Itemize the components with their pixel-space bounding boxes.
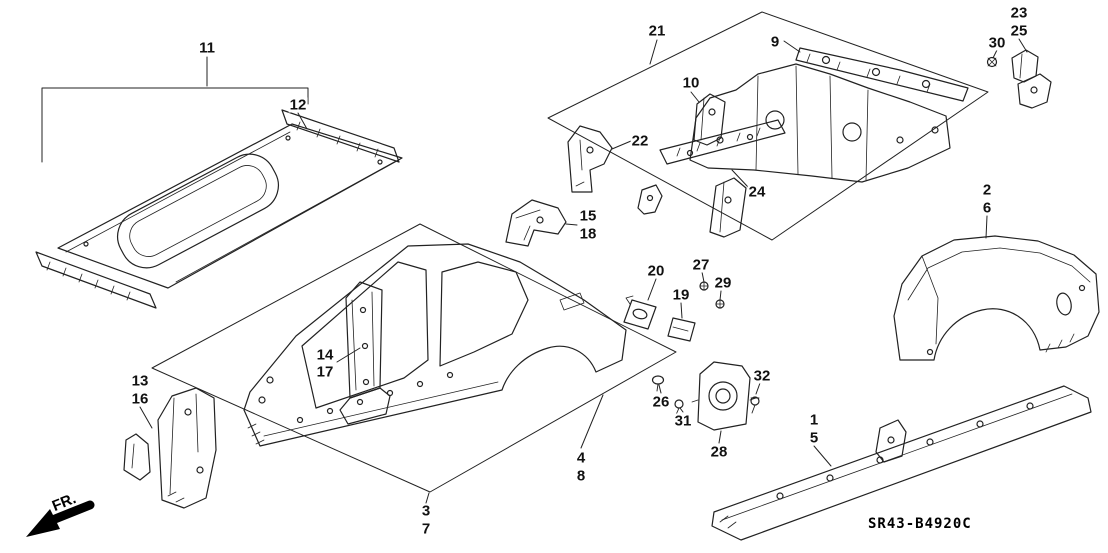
part-callout-30: 30 xyxy=(987,34,1007,52)
part-callout-8: 8 xyxy=(575,467,587,485)
part-callout-32: 32 xyxy=(752,367,772,385)
roof-front-rail xyxy=(35,251,157,309)
part-callout-18: 18 xyxy=(578,225,598,243)
part-callout-17: 17 xyxy=(315,363,335,381)
rear-panel-stiffeners xyxy=(1011,49,1052,109)
side-panel-box xyxy=(151,223,677,493)
gutter-bracket xyxy=(567,125,613,193)
part-callout-2: 2 xyxy=(981,181,993,199)
part-callout-14: 14 xyxy=(315,346,335,364)
lower-crossmember xyxy=(659,119,786,165)
part-callout-3: 3 xyxy=(420,502,432,520)
part-callout-21: 21 xyxy=(647,22,667,40)
side-panel xyxy=(243,243,627,447)
center-pillar-stiffener xyxy=(339,281,391,425)
garnish-bracket xyxy=(637,184,663,215)
side-sill xyxy=(711,385,1092,541)
shelf-bracket xyxy=(505,199,567,247)
bolt-32 xyxy=(750,396,760,414)
front-pillar-stiffeners xyxy=(123,387,217,509)
part-callout-7: 7 xyxy=(420,520,432,538)
quarter-panel xyxy=(893,235,1100,361)
part-callout-26: 26 xyxy=(651,393,671,411)
grommet-26 xyxy=(651,375,665,392)
part-callout-19: 19 xyxy=(671,286,691,304)
roof-panel xyxy=(57,123,403,289)
part-callout-16: 16 xyxy=(130,390,150,408)
part-callout-20: 20 xyxy=(646,262,666,280)
part-callout-23: 23 xyxy=(1009,4,1029,22)
part-callout-28: 28 xyxy=(709,443,729,461)
bulkhead-side-bracket xyxy=(693,93,726,146)
part-callout-31: 31 xyxy=(673,412,693,430)
roof-assembly-box xyxy=(41,87,309,163)
part-callout-22: 22 xyxy=(630,132,650,150)
fuel-lid-box xyxy=(667,317,696,342)
leader-lines xyxy=(139,38,1028,504)
part-callout-12: 12 xyxy=(288,96,308,114)
part-callout-6: 6 xyxy=(981,199,993,217)
fuel-filler-lid xyxy=(623,295,657,330)
roof-rear-rail xyxy=(281,109,400,163)
bulkhead-lower-bracket xyxy=(709,177,747,238)
part-callout-27: 27 xyxy=(691,256,711,274)
part-callout-5: 5 xyxy=(808,429,820,447)
upper-crossmember xyxy=(795,47,969,102)
part-callout-4: 4 xyxy=(575,449,587,467)
rear-bulkhead-box xyxy=(547,11,989,241)
part-callout-11: 11 xyxy=(198,39,216,57)
part-callout-25: 25 xyxy=(1009,22,1029,40)
part-callout-29: 29 xyxy=(713,274,733,292)
part-callout-10: 10 xyxy=(681,74,701,92)
clip-30 xyxy=(986,56,998,68)
fr-arrow-icon xyxy=(26,500,95,537)
part-callout-1: 1 xyxy=(808,411,820,429)
part-callout-15: 15 xyxy=(578,207,598,225)
fuel-filler-pocket xyxy=(691,361,757,431)
diagram-code: SR43-B4920C xyxy=(868,516,972,532)
part-callout-13: 13 xyxy=(130,372,150,390)
part-callout-24: 24 xyxy=(747,183,767,201)
part-callout-9: 9 xyxy=(769,33,781,51)
